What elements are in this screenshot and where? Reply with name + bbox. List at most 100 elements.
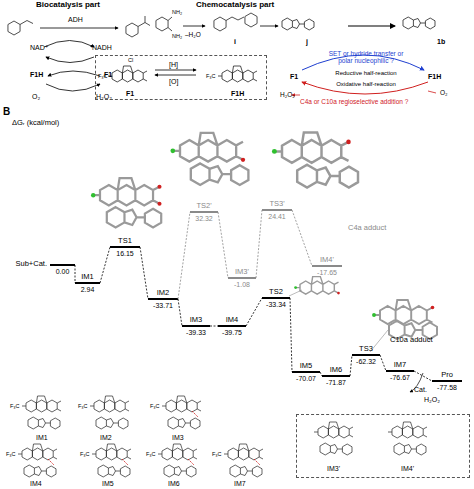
energy-level: Pro-77.58	[432, 380, 462, 382]
energy-connector	[75, 265, 76, 283]
text-label: NH₂	[172, 33, 182, 39]
energy-level: IM3'-1.08	[228, 277, 256, 279]
energy-value: -39.75	[222, 329, 242, 337]
reaction-arrows	[40, 26, 436, 95]
text-label: ΔGᵣ (kcal/mol)	[12, 119, 59, 127]
state-name: TS3	[359, 345, 373, 353]
text-label: Cat.	[414, 386, 427, 394]
energy-level: Sub+Cat.0.00	[50, 264, 75, 266]
text-label: Chemocatalysis part	[196, 1, 274, 10]
text-label: F₃C	[146, 451, 156, 457]
energy-value: -33.71	[153, 302, 173, 310]
text-label: C10a adduct	[390, 336, 433, 344]
text-label: F1H	[30, 71, 43, 79]
state-name: TS2	[269, 288, 283, 296]
text-label: F₃C	[98, 73, 108, 79]
energy-value: -76.67	[390, 374, 410, 382]
energy-value: -17.65	[317, 269, 337, 277]
state-name: IM7	[394, 361, 407, 369]
energy-level: IM3-39.33	[182, 325, 210, 327]
text-label: NAD⁺	[30, 44, 48, 52]
energy-value: -77.58	[437, 384, 457, 392]
text-label: ADH	[68, 16, 83, 24]
state-name: Pro	[441, 371, 453, 379]
dashed-box: IM3' IM4'	[296, 414, 470, 478]
text-label: F₃C	[212, 451, 222, 457]
state-name: IM6	[330, 366, 343, 374]
text-label: IM3	[172, 434, 184, 442]
energy-connector	[100, 247, 110, 283]
energy-level: IM4-39.75	[218, 325, 246, 327]
state-name: TS3'	[269, 200, 284, 208]
text-label: O₂	[440, 89, 448, 96]
energy-connector	[178, 299, 182, 326]
structures-b	[18, 396, 427, 477]
box-text: IM3'	[327, 465, 340, 473]
text-label: F1H	[428, 73, 441, 81]
box-text: F1	[126, 90, 134, 98]
dashed-box: F1 [H] [O] F1H	[95, 55, 267, 100]
energy-value: 32.32	[195, 215, 213, 223]
text-label: B	[3, 106, 10, 117]
energy-connector	[246, 298, 262, 326]
energy-connector	[256, 210, 262, 278]
state-name: IM2	[157, 289, 170, 297]
3d-renders	[91, 132, 437, 339]
text-label: IM2	[100, 434, 112, 442]
energy-value: 16.15	[116, 250, 134, 258]
state-name: IM3'	[235, 268, 249, 276]
energy-level: TS116.15	[110, 246, 140, 248]
state-name: IM4'	[320, 256, 334, 264]
energy-value: -1.08	[234, 281, 250, 289]
text-label: NH₂	[172, 9, 182, 15]
leader-lines	[289, 290, 388, 352]
energy-connector	[178, 212, 190, 299]
box-text: F1H	[231, 90, 244, 98]
energy-level: IM2-33.71	[148, 298, 178, 300]
energy-level: TS3-62.32	[352, 354, 380, 356]
state-name: TS1	[118, 237, 132, 245]
box-text: [H]	[169, 61, 178, 69]
text-label: H₂O₂	[280, 91, 295, 98]
energy-connector	[320, 372, 322, 376]
energy-level: IM7-76.67	[386, 370, 414, 372]
box-text: [O]	[169, 78, 178, 86]
energy-value: -70.07	[296, 375, 316, 383]
text-label: C4a or C10a regioselective addition ?	[300, 98, 408, 105]
text-label: SET or hydride transfer or polar nucleop…	[322, 50, 410, 64]
text-label: NADH	[92, 44, 112, 52]
text-label: Cl	[128, 57, 133, 63]
text-label: F₃C	[6, 451, 16, 457]
text-label: IM7	[234, 480, 246, 488]
energy-level: TS2'32.32	[190, 211, 218, 213]
energy-value: 2.94	[81, 286, 95, 294]
text-label: IM5	[102, 480, 114, 488]
energy-connector	[380, 355, 386, 371]
energy-connector	[140, 247, 148, 299]
box-text: IM4'	[401, 465, 414, 473]
text-label: 1b	[437, 38, 445, 46]
text-label: F₃C	[78, 403, 88, 409]
energy-value: -33.34	[266, 301, 286, 309]
energy-level: IM6-71.87	[322, 375, 350, 377]
text-label: Oxidative half-reaction	[326, 81, 406, 88]
text-label: F₃C	[80, 451, 90, 457]
energy-connector	[210, 326, 218, 327]
energy-value: -39.33	[186, 329, 206, 337]
state-name: Sub+Cat.	[16, 260, 47, 268]
text-label: –H₂O	[185, 31, 201, 38]
text-label: i	[234, 38, 236, 46]
state-name: IM5	[300, 362, 313, 370]
structures-a	[8, 13, 435, 82]
text-label: F₃C	[206, 73, 216, 79]
energy-level: TS2-33.34	[262, 297, 290, 299]
peroxide-bonds	[48, 411, 260, 465]
energy-connector	[350, 355, 352, 376]
text-label: Biocatalysis part	[36, 1, 100, 10]
text-label: IM1	[36, 434, 48, 442]
energy-connector	[290, 298, 292, 372]
state-name: TS2'	[196, 202, 211, 210]
